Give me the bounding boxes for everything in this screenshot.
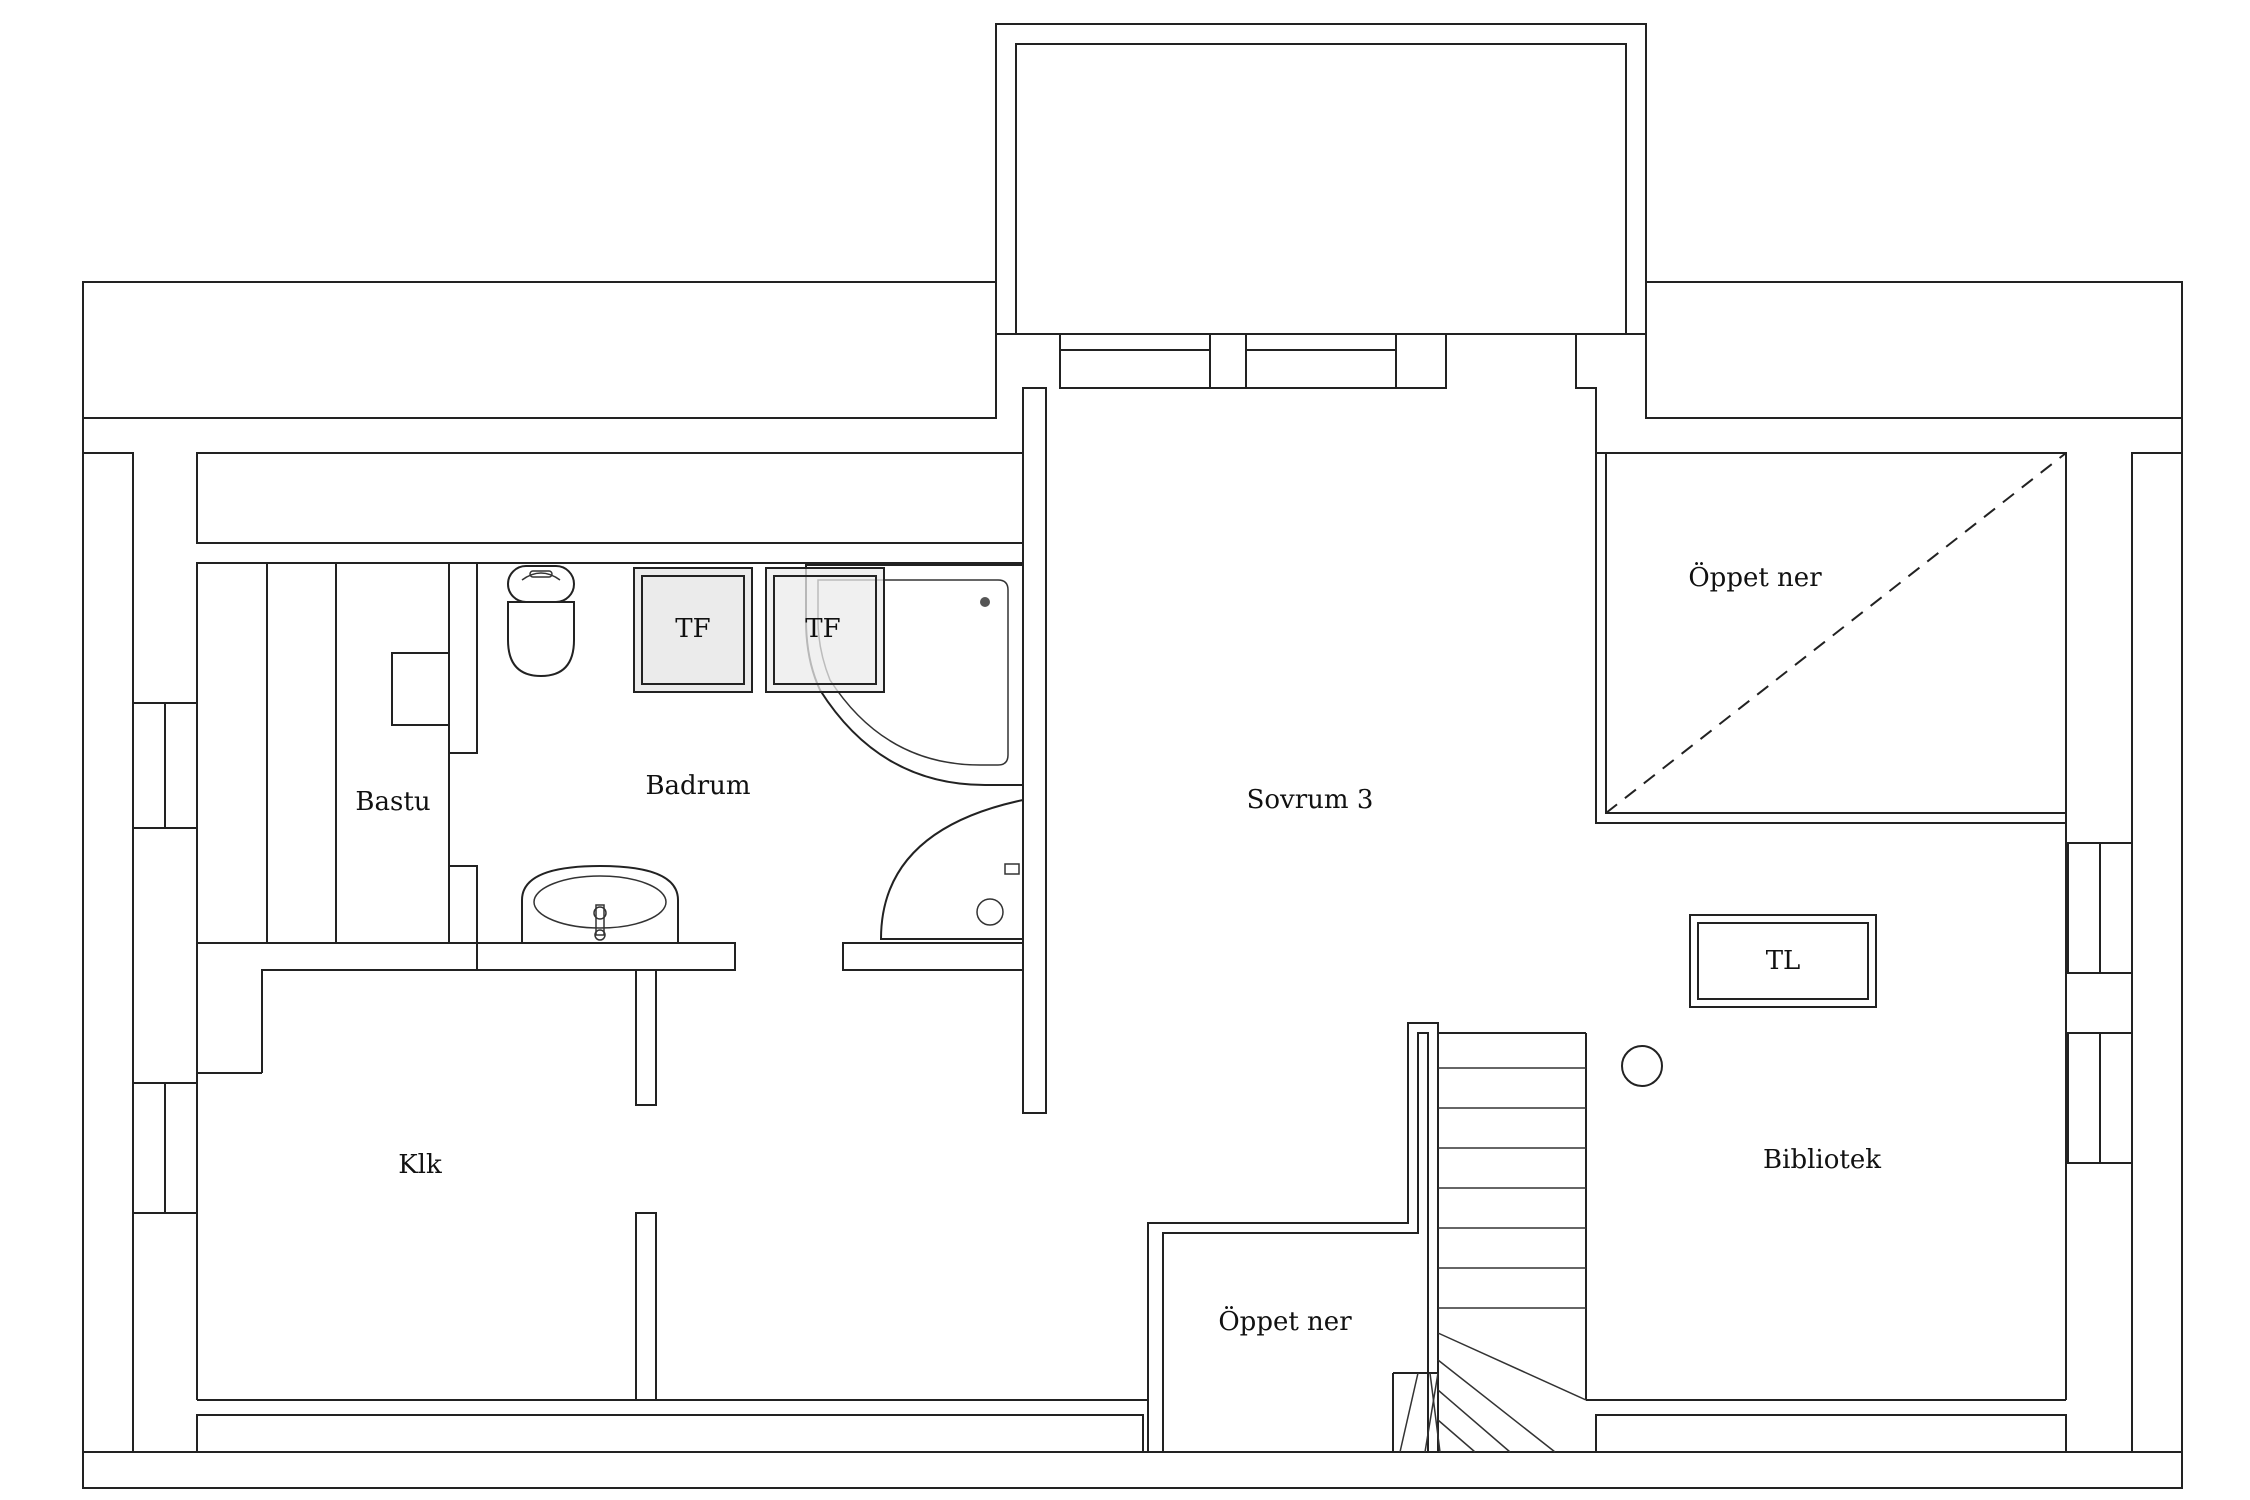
pipe-icon (1621, 1045, 1663, 1087)
windows (132, 333, 2133, 1214)
shower-icon (879, 798, 1024, 940)
room-label-oppet-ner-top: Öppet ner (1688, 561, 1822, 593)
tl-box: TL (1689, 914, 1877, 1008)
outer-outline (82, 23, 2183, 1489)
interior-walls (196, 334, 2067, 1453)
sink-icon (521, 864, 679, 944)
room-label-badrum: Badrum (645, 771, 750, 801)
open-void-top (1595, 452, 2067, 824)
tf-box-2: TF (765, 567, 885, 693)
tl-label: TL (1766, 946, 1801, 976)
staircase[interactable] (1399, 1067, 1587, 1453)
room-label-klk: Klk (398, 1150, 442, 1180)
room-label-oppet-ner-bottom: Öppet ner (1218, 1305, 1352, 1337)
tf-label-1: TF (675, 614, 710, 644)
room-labels: Bastu Badrum Sovrum 3 Öppet ner Bibliote… (355, 561, 1881, 1337)
tf-box-1: TF (633, 567, 753, 693)
room-label-sovrum-3: Sovrum 3 (1247, 785, 1374, 815)
room-label-bibliotek: Bibliotek (1763, 1145, 1881, 1175)
toilet-icon (507, 565, 575, 678)
tf-label-2: TF (805, 614, 840, 644)
room-label-bastu: Bastu (355, 787, 430, 817)
